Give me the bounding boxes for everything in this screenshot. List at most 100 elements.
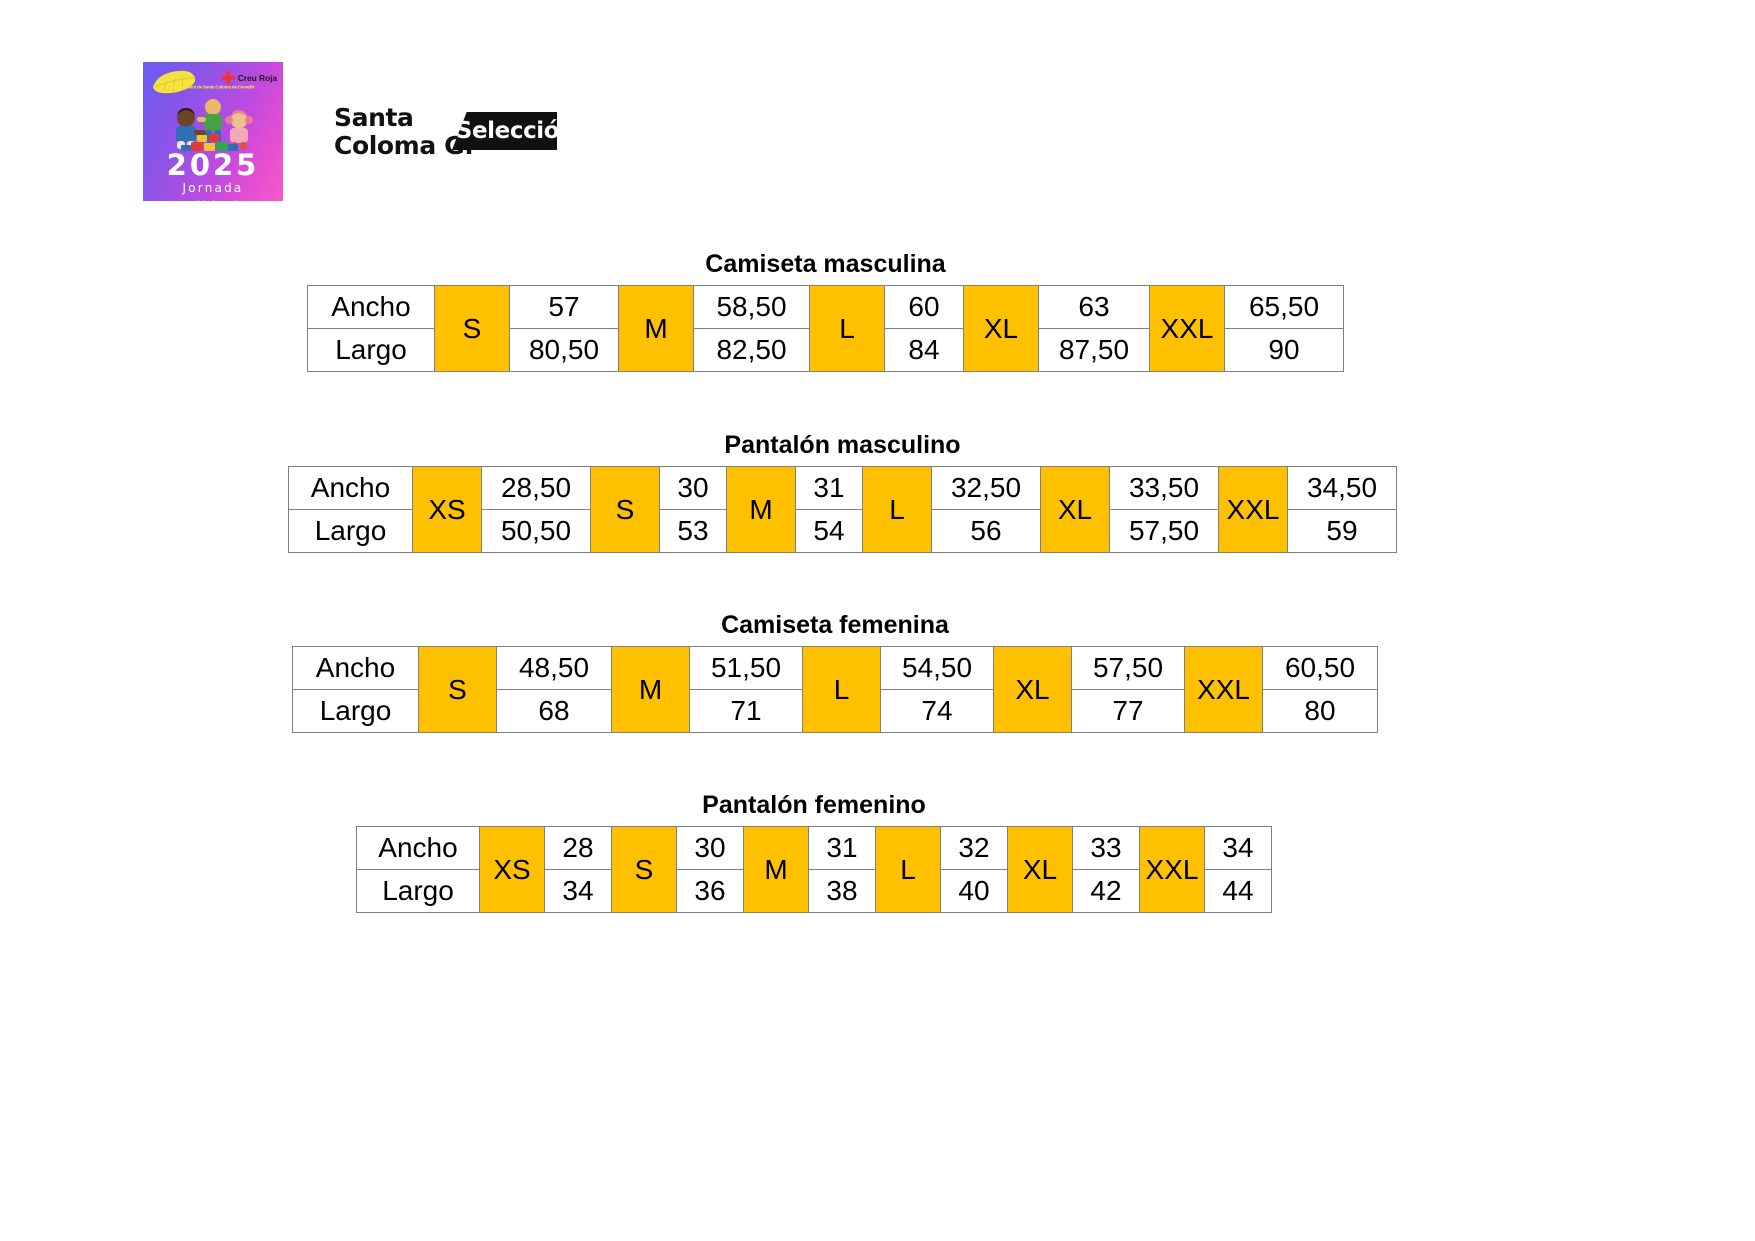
size-cell-xs: XS (479, 826, 545, 913)
table-title: Camiseta masculina (705, 250, 946, 278)
creu-roja-label: Creu Roja (237, 72, 277, 83)
row-label-largo: Largo (292, 689, 419, 733)
largo-value-xxl: 90 (1224, 328, 1344, 372)
size-cell-xl: XL (1007, 826, 1073, 913)
ancho-value-s: 57 (509, 285, 619, 329)
ancho-value-xl: 33 (1072, 826, 1140, 870)
jornada-solidaria-logo: Ajuntament de Santa Coloma de Cervelló C… (143, 62, 283, 201)
largo-value-xxl: 80 (1262, 689, 1378, 733)
ancho-value-xs: 28,50 (481, 466, 591, 510)
row-label-ancho: Ancho (292, 646, 419, 690)
logo-line-solidaria: Solidaria (143, 199, 283, 201)
size-cell-xxl: XXL (1184, 646, 1263, 733)
largo-value-xl: 87,50 (1038, 328, 1150, 372)
ancho-value-xl: 33,50 (1109, 466, 1219, 510)
row-label-ancho: Ancho (307, 285, 435, 329)
logo-line-jornada: Jornada (182, 181, 244, 195)
largo-value-xs: 50,50 (481, 509, 591, 553)
size-cell-l: L (809, 285, 885, 372)
ancho-value-xxl: 65,50 (1224, 285, 1344, 329)
seleccio-badge: Selecció (452, 112, 557, 150)
size-cell-m: M (611, 646, 690, 733)
size-cell-m: M (726, 466, 796, 553)
table-title: Pantalón masculino (724, 431, 961, 459)
ancho-value-s: 48,50 (496, 646, 612, 690)
size-cell-l: L (802, 646, 881, 733)
size-cell-m: M (743, 826, 809, 913)
ancho-value-m: 31 (808, 826, 876, 870)
largo-value-xl: 42 (1072, 869, 1140, 913)
size-cell-s: S (611, 826, 677, 913)
largo-value-xs: 34 (544, 869, 612, 913)
size-cell-l: L (875, 826, 941, 913)
size-cell-m: M (618, 285, 694, 372)
largo-value-s: 68 (496, 689, 612, 733)
largo-value-l: 56 (931, 509, 1041, 553)
size-cell-xl: XL (993, 646, 1072, 733)
size-cell-xxl: XXL (1218, 466, 1288, 553)
size-cell-xl: XL (963, 285, 1039, 372)
largo-value-l: 84 (884, 328, 964, 372)
creu-roja-logo: Creu Roja (221, 71, 277, 84)
ancho-value-l: 60 (884, 285, 964, 329)
leaf-icon (151, 69, 197, 95)
largo-value-s: 80,50 (509, 328, 619, 372)
red-cross-icon (221, 71, 235, 84)
ancho-value-m: 58,50 (693, 285, 810, 329)
largo-value-xxl: 44 (1204, 869, 1272, 913)
ancho-value-l: 32 (940, 826, 1008, 870)
table-title: Pantalón femenino (702, 791, 926, 819)
logo-year: 2025 (166, 148, 260, 182)
row-label-largo: Largo (288, 509, 413, 553)
size-cell-xl: XL (1040, 466, 1110, 553)
largo-value-s: 36 (676, 869, 744, 913)
ancho-value-xxl: 34,50 (1287, 466, 1397, 510)
ancho-value-s: 30 (676, 826, 744, 870)
ancho-value-m: 31 (795, 466, 863, 510)
ancho-value-xs: 28 (544, 826, 612, 870)
row-label-largo: Largo (356, 869, 480, 913)
table-row-largo: Largo 68 71 74 77 80 (292, 689, 1378, 733)
wordmark-line2: Coloma G. (334, 131, 474, 160)
ancho-value-xxl: 60,50 (1262, 646, 1378, 690)
row-label-ancho: Ancho (288, 466, 413, 510)
largo-value-m: 82,50 (693, 328, 810, 372)
row-label-largo: Largo (307, 328, 435, 372)
table-row-largo: Largo 80,50 82,50 84 87,50 90 (307, 328, 1344, 372)
largo-value-xl: 57,50 (1109, 509, 1219, 553)
ancho-value-l: 54,50 (880, 646, 994, 690)
ancho-value-xxl: 34 (1204, 826, 1272, 870)
logo-organization-text: Ajuntament de Santa Coloma de Cervelló (173, 85, 255, 91)
row-label-ancho: Ancho (356, 826, 480, 870)
largo-value-m: 71 (689, 689, 803, 733)
largo-value-l: 74 (880, 689, 994, 733)
table-title: Camiseta femenina (721, 611, 949, 639)
largo-value-xl: 77 (1071, 689, 1185, 733)
largo-value-m: 38 (808, 869, 876, 913)
children-playing-icon (161, 98, 265, 154)
largo-value-m: 54 (795, 509, 863, 553)
size-cell-s: S (434, 285, 510, 372)
size-cell-s: S (418, 646, 497, 733)
page-header: Ajuntament de Santa Coloma de Cervelló C… (0, 0, 1755, 230)
largo-value-xxl: 59 (1287, 509, 1397, 553)
ancho-value-s: 30 (659, 466, 727, 510)
ancho-value-l: 32,50 (931, 466, 1041, 510)
ancho-value-m: 51,50 (689, 646, 803, 690)
